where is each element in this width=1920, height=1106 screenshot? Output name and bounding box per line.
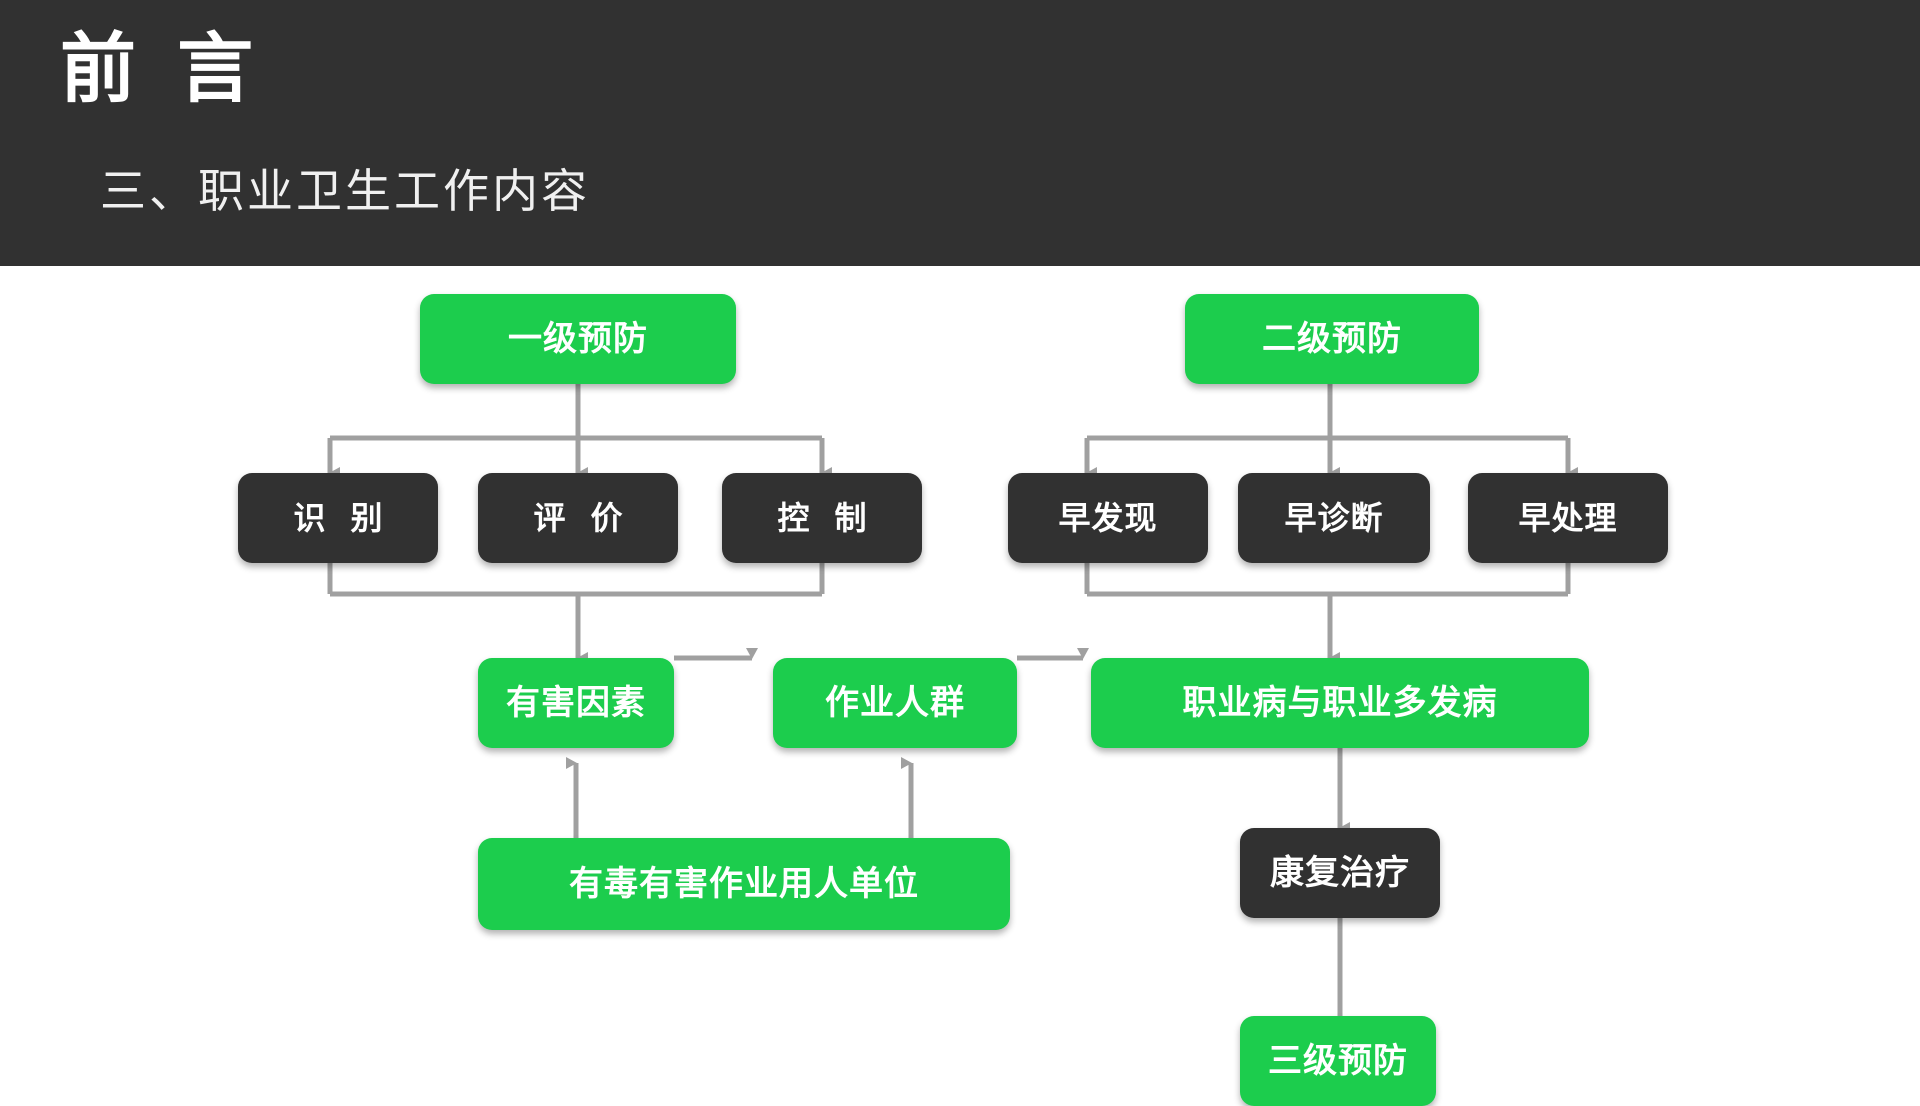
node-label: 评 价 xyxy=(533,500,631,536)
node-label: 二级预防 xyxy=(1262,320,1402,358)
flowchart-diagram: 一级预防 二级预防 识 别 评 价 控 制 早发现 早诊断 早处理 有害因素 xyxy=(0,266,1920,1106)
node-tertiary-prevention[interactable]: 三级预防 xyxy=(1240,1016,1436,1106)
node-label: 早诊断 xyxy=(1284,500,1384,536)
node-label: 早发现 xyxy=(1058,500,1158,536)
node-label: 有害因素 xyxy=(506,684,646,722)
node-label: 三级预防 xyxy=(1268,1042,1408,1080)
node-label: 早处理 xyxy=(1518,500,1618,536)
node-early-treatment[interactable]: 早处理 xyxy=(1468,473,1668,563)
node-label: 识 别 xyxy=(293,500,391,536)
node-control[interactable]: 控 制 xyxy=(722,473,922,563)
node-label: 康复治疗 xyxy=(1270,854,1410,892)
connector-layer xyxy=(327,384,1578,1016)
node-evaluate[interactable]: 评 价 xyxy=(478,473,678,563)
node-early-diagnosis[interactable]: 早诊断 xyxy=(1238,473,1430,563)
node-rehabilitation[interactable]: 康复治疗 xyxy=(1240,828,1440,918)
node-working-population[interactable]: 作业人群 xyxy=(773,658,1017,748)
header-band: 前 言 三、职业卫生工作内容 xyxy=(0,0,1920,266)
page-title: 前 言 xyxy=(60,27,264,112)
node-primary-prevention[interactable]: 一级预防 xyxy=(420,294,736,384)
node-secondary-prevention[interactable]: 二级预防 xyxy=(1185,294,1479,384)
node-label: 职业病与职业多发病 xyxy=(1182,684,1498,722)
node-identify[interactable]: 识 别 xyxy=(238,473,438,563)
node-label: 控 制 xyxy=(777,500,875,536)
node-label: 作业人群 xyxy=(825,684,965,722)
node-label: 一级预防 xyxy=(508,320,648,358)
node-harmful-factors[interactable]: 有害因素 xyxy=(478,658,674,748)
page-subtitle: 三、职业卫生工作内容 xyxy=(100,165,590,217)
node-employer-unit[interactable]: 有毒有害作业用人单位 xyxy=(478,838,1010,930)
node-label: 有毒有害作业用人单位 xyxy=(569,865,919,903)
node-occupational-disease[interactable]: 职业病与职业多发病 xyxy=(1091,658,1589,748)
node-early-detection[interactable]: 早发现 xyxy=(1008,473,1208,563)
